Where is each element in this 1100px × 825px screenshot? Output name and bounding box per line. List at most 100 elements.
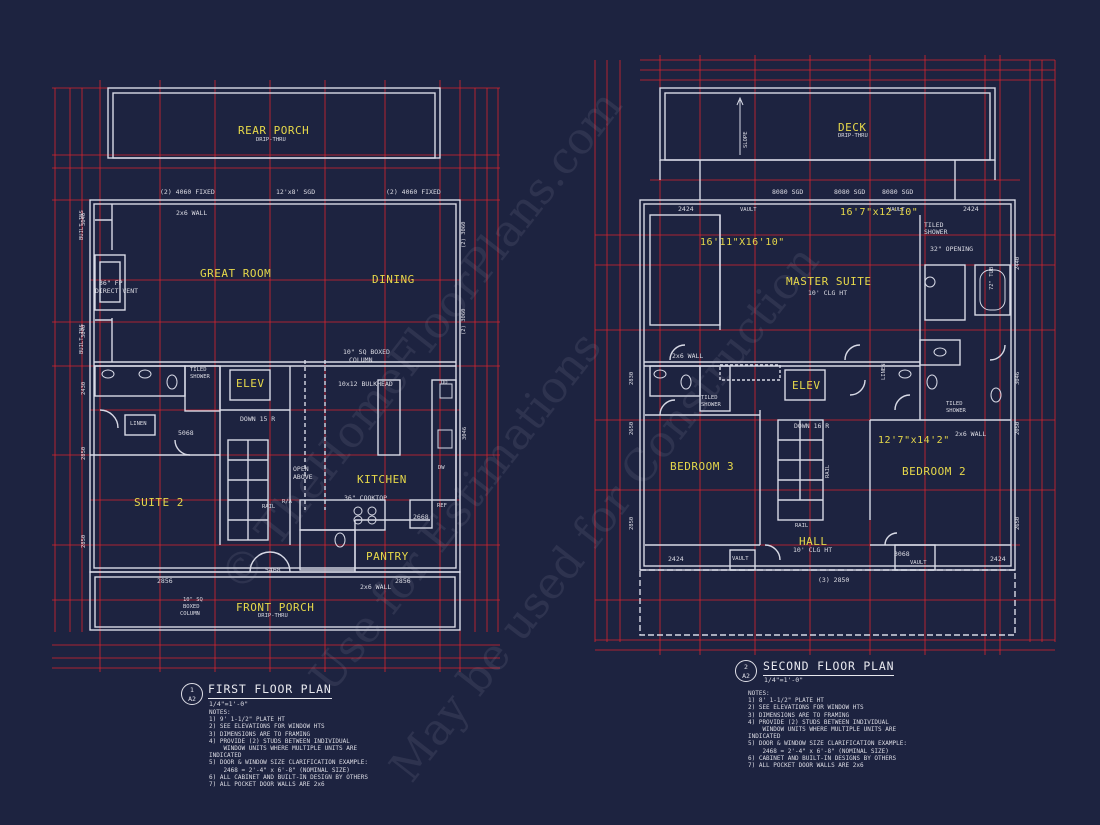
room-deck: DECK	[838, 121, 867, 134]
first-floor-title: FIRST FLOOR PLAN	[208, 683, 332, 699]
shower-label-master: SHOWER	[924, 228, 948, 236]
first-floor-notes: NOTES: 1) 9' 1-1/2" PLATE HT 2) SEE ELEV…	[209, 709, 368, 788]
tiled-label-master: TILED	[924, 221, 944, 229]
sgd-2: 8080 SGD	[834, 188, 866, 196]
wall-2x6-b: 2x6 WALL	[955, 430, 987, 438]
bubble-number-2: 2	[744, 663, 748, 671]
hall-clg-height: 10' CLG HT	[793, 546, 833, 554]
door-3068: 3068	[894, 550, 910, 558]
front-column-2: BOXED	[183, 604, 200, 610]
door-2856-right: 2856	[395, 577, 411, 585]
tub-label: 72" TUB	[989, 266, 995, 290]
room-bedroom-3: BEDROOM 3	[670, 460, 735, 473]
shower-label-2: SHOWER	[701, 402, 721, 408]
stair-down-2: DOWN 16 R	[794, 422, 830, 430]
fixtures	[101, 96, 1006, 548]
shower-label: SHOWER	[190, 374, 210, 380]
sgd-1: 8080 SGD	[772, 188, 804, 196]
window-2830: 2830	[629, 371, 635, 385]
window-4060-left: (2) 4060 FIXED	[160, 188, 215, 196]
first-floor-scale: 1/4"=1'-0"	[209, 700, 249, 708]
second-floor-notes: NOTES: 1) 8' 1-1/2" PLATE HT 2) SEE ELEV…	[748, 690, 907, 769]
windows-bottom: (3) 2850	[818, 576, 850, 584]
sgd-3: 8080 SGD	[882, 188, 914, 196]
room-master-suite: MASTER SUITE	[786, 275, 872, 288]
first-floor-bubble: 1 A2	[181, 683, 203, 705]
rear-porch-drip-thru: DRIP-THRU	[256, 137, 286, 143]
master-dim-2: 16'11"X16'10"	[700, 237, 785, 248]
window-2850-2: 2850	[629, 516, 635, 530]
open-label: OPEN	[293, 465, 309, 473]
window-2424-b: 2424	[963, 205, 979, 213]
bed2-dim: 12'7"x14'2"	[878, 435, 950, 446]
rail-1: RAIL	[825, 464, 831, 478]
window-3046-2: 3046	[1015, 371, 1021, 385]
room-kitchen: KITCHEN	[357, 473, 407, 486]
vault-1: VAULT	[740, 207, 757, 213]
stair-down-label: DOWN 15 R	[240, 415, 276, 423]
room-bedroom-2: BEDROOM 2	[902, 465, 967, 478]
window-3040-top: 3040	[81, 212, 87, 226]
tiled-label: TILED	[190, 367, 207, 373]
vault-3: VAULT	[732, 556, 749, 562]
room-front-porch: FRONT PORCH	[236, 601, 315, 614]
master-clg-height: 10' CLG HT	[808, 289, 848, 297]
column-label-2: COLUMN	[349, 356, 373, 364]
room-great-room: GREAT ROOM	[200, 267, 272, 280]
window-4060-right: (2) 4060 FIXED	[386, 188, 441, 196]
dw-label: DW	[438, 465, 445, 471]
shower-label-3: SHOWER	[946, 408, 966, 414]
window-2850-lower: 2850	[81, 534, 87, 548]
pr-label: R/A	[282, 499, 292, 505]
wall-2x6-a: 2x6 WALL	[672, 352, 704, 360]
window-3046: 3046	[462, 426, 468, 440]
oven-label: OO	[441, 380, 448, 386]
linen-2: LINEN	[881, 363, 887, 380]
rail-label: RAIL	[262, 504, 276, 510]
window-2440: 2440	[1015, 256, 1021, 270]
window-2850-upper: 2850	[81, 446, 87, 460]
window-3060-bottom: (2) 3060	[461, 308, 467, 336]
rail-2: RAIL	[795, 523, 809, 529]
second-floor-title: SECOND FLOOR PLAN	[763, 660, 895, 676]
second-floor-scale: 1/4"=1'-0"	[764, 676, 804, 684]
room-pantry: PANTRY	[366, 550, 409, 563]
wall-2x6-pantry: 2x6 WALL	[360, 583, 392, 591]
opening-label: 32" OPENING	[930, 245, 974, 253]
tiled-label-3: TILED	[946, 401, 963, 407]
door-5068: 5068	[178, 429, 194, 437]
door-2856-left: 2856	[157, 577, 173, 585]
ref-label: REF	[437, 503, 447, 509]
bubble-sheet-2: A2	[742, 672, 750, 680]
wall-lines	[89, 87, 1016, 636]
master-dim-1: 16'7"x12'10"	[840, 207, 919, 218]
linen-label: LINEN	[130, 421, 147, 427]
fireplace-label: 36" FP	[99, 279, 123, 287]
bubble-sheet: A2	[188, 695, 196, 703]
window-2650-right: 2650	[1015, 516, 1021, 530]
room-suite-2: SUITE 2	[134, 496, 184, 509]
window-2424-c: 2424	[668, 555, 684, 563]
window-2050: 2050	[1015, 421, 1021, 435]
second-floor-bubble: 2 A2	[735, 660, 757, 682]
deck-drip-thru: DRIP-THRU	[838, 133, 868, 139]
door-sgd: 12'x8' SGD	[276, 188, 316, 196]
window-3040-bottom: 3040	[81, 324, 87, 338]
room-elev-2: ELEV	[792, 379, 821, 392]
vault-2: VAULT	[888, 207, 905, 213]
room-rear-porch: REAR PORCH	[238, 124, 310, 137]
wall-2x6-label: 2x6 WALL	[176, 209, 208, 217]
above-label: ABOVE	[293, 473, 313, 481]
window-2424-d: 2424	[990, 555, 1006, 563]
door-2668: 2668	[413, 513, 429, 521]
room-elev: ELEV	[236, 377, 265, 390]
room-hall: HALL	[799, 535, 828, 548]
slope-label: SLOPE	[743, 131, 749, 148]
bubble-number: 1	[190, 686, 194, 694]
bulkhead-label: 10x12 BULKHEAD	[338, 380, 393, 388]
front-column-3: COLUMN	[180, 611, 200, 617]
room-dining: DINING	[372, 273, 415, 286]
front-porch-drip-thru: DRIP-THRU	[258, 613, 288, 619]
